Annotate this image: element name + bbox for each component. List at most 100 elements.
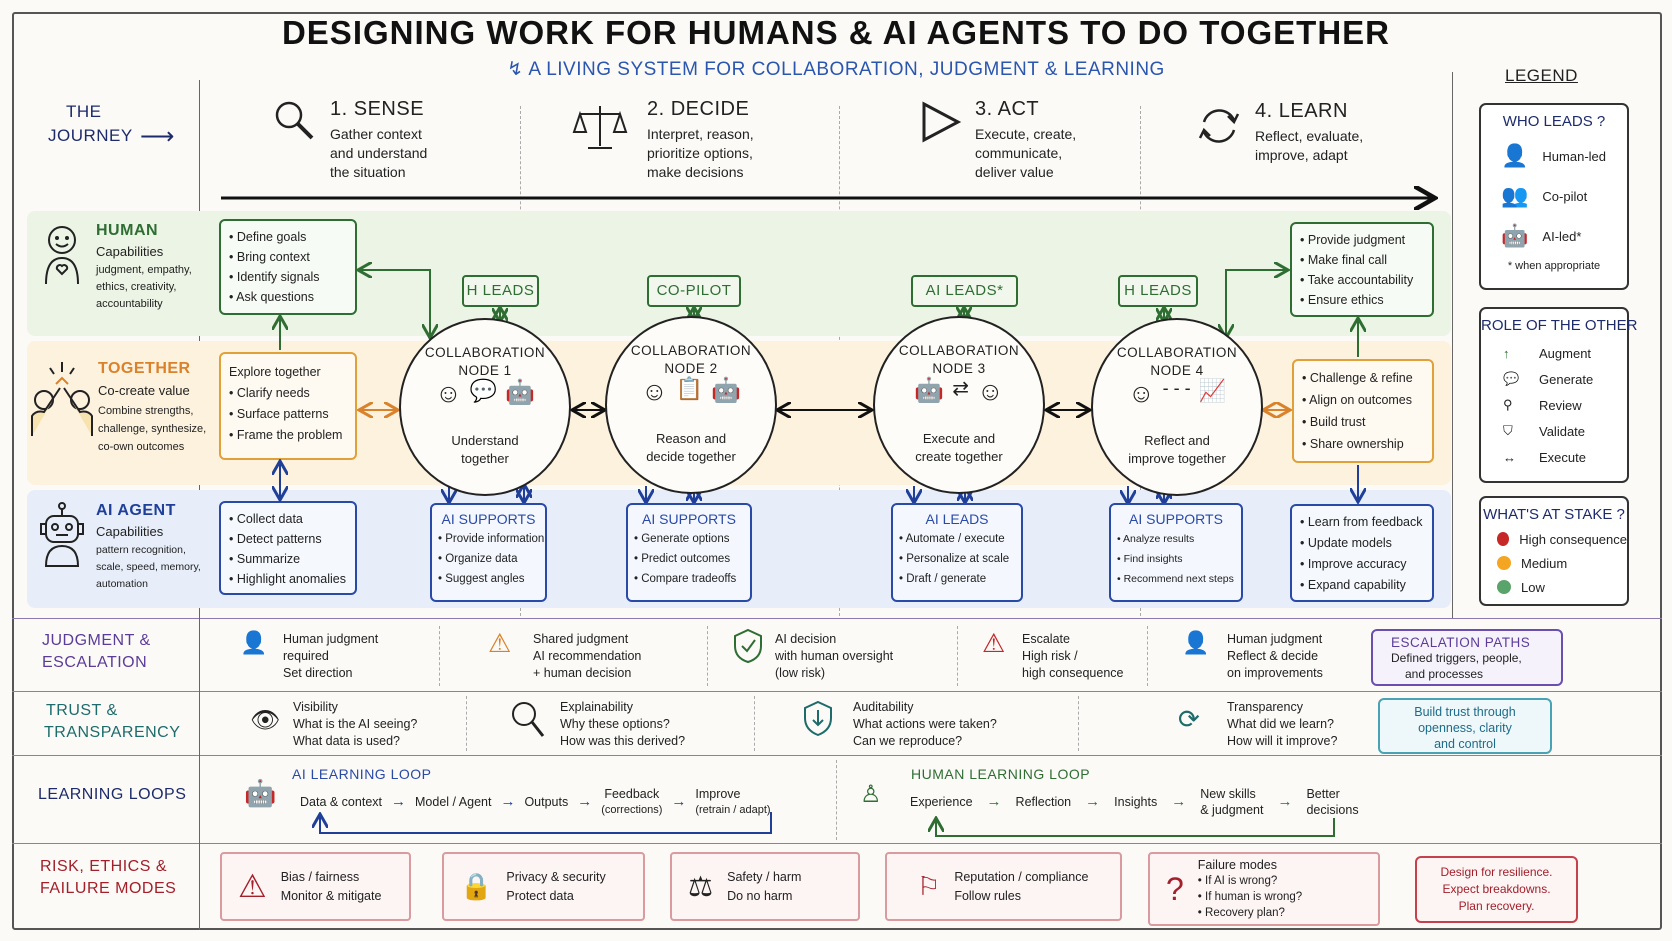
learning-title: LEARNING LOOPS bbox=[38, 786, 187, 803]
green-dot-icon bbox=[1497, 580, 1511, 594]
divider bbox=[1078, 696, 1079, 751]
resilience-box: Design for resilience.Expect breakdowns.… bbox=[1415, 856, 1578, 923]
person-icon: ☺ bbox=[435, 378, 462, 408]
magnifier-icon bbox=[275, 101, 314, 140]
person-tie-icon: 👤 bbox=[1182, 630, 1210, 655]
arrow-up-icon: ↑ bbox=[1503, 345, 1510, 361]
human-led-icon: 👤 bbox=[1501, 143, 1529, 168]
human-loop-step: Reflection bbox=[1015, 795, 1072, 809]
risk-failure-box: ?Failure modes• If AI is wrong?• If huma… bbox=[1148, 852, 1380, 926]
ai-support-box-1: AI SUPPORTSProvide informationOrganize d… bbox=[430, 503, 547, 602]
chat-bubble-icon: 💬 bbox=[1503, 371, 1520, 386]
human-loop-title: HUMAN LEARNING LOOP bbox=[911, 766, 1091, 782]
ai-support-box-2: AI SUPPORTSGenerate optionsPredict outco… bbox=[626, 503, 752, 602]
scales-icon: ⚖ bbox=[688, 871, 714, 902]
robot-icon: 🤖 bbox=[711, 377, 741, 404]
human-loop-step: Experience bbox=[910, 795, 973, 809]
divider bbox=[1147, 626, 1148, 686]
lightning-icon: ↯ bbox=[507, 59, 529, 80]
legend-title: LEGEND bbox=[1505, 66, 1578, 85]
bottom-column-divider bbox=[199, 618, 200, 930]
divider bbox=[836, 760, 837, 840]
warning-icon: ⚠ bbox=[488, 628, 512, 658]
shield-audit-icon bbox=[804, 700, 832, 737]
ai-loop-step: Outputs bbox=[524, 795, 569, 809]
ai-loop-step: Feedback(corrections) bbox=[601, 787, 663, 816]
robot-icon: 🤖 bbox=[914, 377, 945, 404]
section-divider bbox=[12, 618, 1662, 619]
warning-icon: ⚠ bbox=[238, 868, 267, 904]
arrow-right-icon: → bbox=[391, 793, 406, 810]
human-end-box: Provide judgmentMake final callTake acco… bbox=[1290, 222, 1434, 317]
badge-node-1: H LEADS bbox=[462, 275, 539, 307]
arrow-right-icon: → bbox=[1171, 793, 1187, 810]
legend-divider bbox=[1452, 72, 1453, 618]
risk-title: RISK, ETHICS &FAILURE MODES bbox=[40, 858, 177, 897]
person-icon: ☺ bbox=[641, 376, 668, 406]
ai-loop-step: Improve(retrain / adapt) bbox=[695, 787, 771, 816]
shield-check-icon bbox=[734, 628, 762, 664]
arrow-right-icon: → bbox=[500, 793, 516, 810]
lane-together-label: TOGETHER Co-create value Combine strengt… bbox=[98, 360, 207, 453]
legend-who-leads: WHO LEADS ? 👤Human-led 👥Co-pilot 🤖AI-led… bbox=[1479, 103, 1629, 290]
section-divider bbox=[12, 843, 1662, 844]
section-divider bbox=[12, 691, 1662, 692]
play-icon bbox=[922, 101, 962, 143]
person-growth-icon: ♙ bbox=[860, 781, 882, 808]
person-icon: ☺ bbox=[1128, 378, 1155, 408]
scales-icon bbox=[572, 106, 628, 149]
orange-dot-icon bbox=[1497, 556, 1511, 570]
checklist-icon: 📋 bbox=[675, 376, 704, 401]
escalation-paths-box: ESCALATION PATHS Defined triggers, peopl… bbox=[1371, 629, 1563, 686]
eye-icon: 👁 bbox=[250, 707, 281, 734]
exchange-icon: ⇄ bbox=[952, 378, 970, 400]
ai-loop-step: Data & context bbox=[300, 795, 382, 809]
shield-check-icon: ⛉ bbox=[1503, 423, 1513, 438]
badge-node-2: CO-PILOT bbox=[647, 275, 741, 307]
journey-arrow-icon: ⟶ bbox=[140, 123, 175, 150]
trust-title: TRUST &TRANSPARENCY bbox=[44, 702, 181, 741]
robot-icon bbox=[40, 502, 84, 567]
robot-icon: 🤖 bbox=[244, 778, 277, 808]
journey-label: THE JOURNEY bbox=[48, 102, 133, 145]
person-tie-icon: 👤 bbox=[240, 630, 268, 655]
together-end-box: Challenge & refineAlign on outcomesBuild… bbox=[1292, 359, 1434, 463]
arrow-right-icon: → bbox=[671, 793, 687, 810]
divider bbox=[439, 626, 440, 686]
padlock-icon: 🔒 bbox=[460, 871, 493, 901]
lane-human-label: HUMAN Capabilities judgment, empathy,eth… bbox=[96, 222, 192, 310]
warning-icon: ⚠ bbox=[982, 628, 1006, 658]
chat-bubble-icon: 💬 bbox=[469, 378, 498, 403]
question-icon: ? bbox=[1166, 871, 1184, 907]
arrow-right-icon: → bbox=[577, 793, 593, 810]
magnifier-icon: ⚲ bbox=[1503, 397, 1513, 412]
flag-icon: ⚐ bbox=[917, 871, 941, 901]
refresh-icon: ⟳ bbox=[1178, 704, 1200, 734]
arrow-right-icon: → bbox=[1085, 793, 1101, 810]
human-loop-flow: Experience → Reflection → Insights → New… bbox=[910, 784, 1359, 820]
high-five-icon bbox=[31, 362, 93, 436]
divider bbox=[957, 626, 958, 686]
lane-ai-label: AI AGENT Capabilities pattern recognitio… bbox=[96, 502, 201, 590]
ai-loop-title: AI LEARNING LOOP bbox=[292, 766, 432, 782]
